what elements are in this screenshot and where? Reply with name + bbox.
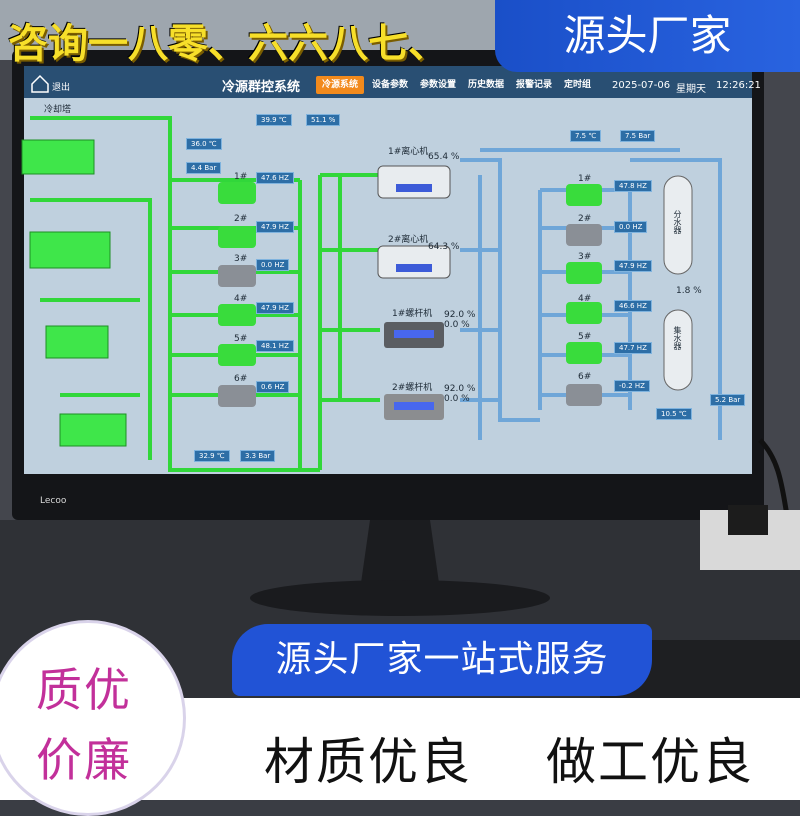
service-banner: 源头厂家一站式服务 [232,624,652,696]
monitor-brand-logo: Lecoo [40,496,67,506]
left-pump-5-label: 5# [234,334,248,344]
screw-1-pct2: 0.0 % [444,320,470,330]
chiller-2-label: 2#离心机 [388,235,429,245]
temp-b-value: 51.1 % [306,114,341,126]
chillers [377,165,451,420]
workmanship-text: 做工优良 [546,733,754,791]
quality-badge [0,620,186,816]
screw-2-pct: 92.0 % [444,384,476,394]
cooling-tower-label: 冷却塔 [44,105,72,115]
left-pumps [218,182,256,407]
right-pump-3-label: 3# [578,252,592,262]
right-pump-5-label: 5# [578,332,592,342]
screen-weekday: 星期天 [676,84,706,95]
distributor-label: 分水器 [673,210,682,234]
tab-timer-group[interactable]: 定时组 [564,80,592,90]
tab-device-params[interactable]: 设备参数 [372,80,409,90]
screen-time: 12:26:21 [716,80,761,91]
top-right-badge: 源头厂家 [495,0,800,72]
left-pump-3-label: 3# [234,254,248,264]
bottom-right-press: 5.2 Bar [710,394,746,406]
screw-2-label: 2#螺杆机 [392,383,433,393]
screw-1-label: 1#螺杆机 [392,309,433,319]
bottom-left-press: 3.3 Bar [240,450,276,462]
left-pump-4-hz: 47.9 HZ [256,302,294,314]
pct-mid-value: 1.8 % [676,286,702,296]
left-pump-2-hz: 47.9 HZ [256,221,294,233]
right-pump-2-label: 2# [578,214,592,224]
chiller-1-pct: 65.4 % [428,152,460,162]
right-pump-3-hz: 47.9 HZ [614,260,652,272]
left-pump-3-hz: 0.0 HZ [256,259,290,271]
bottom-right-temp: 10.5 ℃ [656,408,692,420]
right-pumps [566,184,602,406]
headline-banner: 咨询一八零、六六八七、 [8,21,448,67]
left-pump-5-hz: 48.1 HZ [256,340,294,352]
left-temp-value: 36.0 ℃ [186,138,222,150]
header-tanks [663,175,693,391]
collector-label: 集水器 [673,326,682,350]
left-pump-1-hz: 47.6 HZ [256,172,294,184]
screw-1-pct: 92.0 % [444,310,476,320]
right-pump-6-label: 6# [578,372,592,382]
screen-date: 2025-07-06 [612,80,671,91]
badge-price-text: 价廉 [36,733,132,787]
right-press-value: 7.5 Bar [620,130,656,142]
left-pump-6-hz: 0.6 HZ [256,381,290,393]
tab-history[interactable]: 历史数据 [468,80,505,90]
right-temp-value: 7.5 ℃ [570,130,602,142]
home-icon [31,74,49,93]
chiller-1-label: 1#离心机 [388,147,429,157]
screen-title: 冷源群控系统 [222,80,301,95]
temp-a-value: 39.9 ℃ [256,114,292,126]
chiller-2-pct: 64.3 % [428,242,460,252]
tab-alarm-log[interactable]: 报警记录 [516,80,553,90]
tab-param-settings[interactable]: 参数设置 [420,80,457,90]
left-pump-6-label: 6# [234,374,248,384]
logout-label[interactable]: 退出 [52,83,71,93]
right-pump-1-label: 1# [578,174,592,184]
right-pump-1-hz: 47.8 HZ [614,180,652,192]
left-pump-1-label: 1# [234,172,248,182]
left-pump-4-label: 4# [234,294,248,304]
badge-quality-text: 质优 [36,663,132,717]
right-pump-6-hz: -0.2 HZ [614,380,650,392]
right-pump-4-label: 4# [578,294,592,304]
right-pump-2-hz: 0.0 HZ [614,221,648,233]
right-pump-4-hz: 46.6 HZ [614,300,652,312]
cooling-pipes [30,116,400,472]
cooling-towers [21,139,127,447]
left-pump-2-label: 2# [234,214,248,224]
screw-2-pct2: 0.0 % [444,394,470,404]
tab-cooling-system[interactable]: 冷源系统 [316,76,365,94]
right-pump-5-hz: 47.7 HZ [614,342,652,354]
left-press-value: 4.4 Bar [186,162,222,174]
bottom-left-temp: 32.9 ℃ [194,450,230,462]
material-text: 材质优良 [264,733,472,791]
